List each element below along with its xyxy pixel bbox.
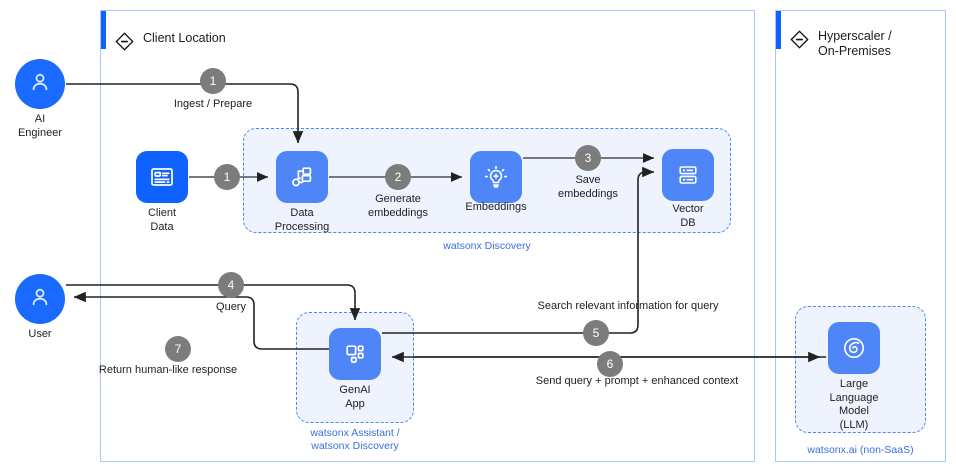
node-label-genai-app: GenAI App: [339, 384, 371, 410]
step-badge-7-return: 7: [165, 336, 191, 362]
step-text-generate-embeddings: Generate embeddings: [368, 193, 428, 219]
step-badge-5-search: 5: [583, 320, 609, 346]
diamond-minus-icon: [790, 30, 809, 49]
group-label-watsonx-ai: watsonx.ai (non-SaaS): [807, 444, 914, 456]
node-label-vector-db: Vector DB: [672, 203, 704, 229]
group-label-watsonx-discovery: watsonx Discovery: [443, 240, 531, 252]
step-text-return-human-like-response: Return human-like response: [98, 364, 238, 376]
step-text-query: Query: [216, 301, 246, 313]
actor-label-user: User: [28, 328, 52, 340]
step-badge-6-send-query: 6: [597, 351, 623, 377]
actor-ai-engineer[interactable]: [15, 59, 65, 109]
actor-user[interactable]: [15, 274, 65, 324]
database-stack-icon: [675, 162, 701, 188]
zone-client-location: Client Location: [100, 10, 755, 462]
step-text-save-embeddings: Save embeddings: [558, 174, 618, 200]
person-icon: [28, 285, 52, 314]
node-vector-db[interactable]: [662, 149, 714, 201]
node-large-language-model[interactable]: [828, 322, 880, 374]
step-badge-2-generate-embeddings: 2: [385, 164, 411, 190]
zone-title: Client Location: [143, 31, 226, 45]
node-client-data[interactable]: [136, 151, 188, 203]
lightbulb-idea-icon: [483, 164, 509, 190]
person-icon: [28, 70, 52, 99]
zone-title: Hyperscaler / On-Premises: [818, 29, 892, 58]
zone-header-client-location: Client Location: [115, 31, 226, 51]
app-grid-icon: [342, 341, 368, 367]
swirl-spiral-icon: [841, 335, 867, 361]
node-genai-app[interactable]: [329, 328, 381, 380]
step-text-ingest-prepare: Ingest / Prepare: [173, 98, 253, 110]
node-label-client-data: Client Data: [147, 207, 177, 233]
node-label-data-processing: Data Processing: [274, 207, 330, 233]
step-badge-1-load: 1: [214, 164, 240, 190]
document-lines-icon: [149, 164, 175, 190]
node-label-large-language-model: Large Language Model (LLM): [829, 378, 879, 431]
diamond-minus-icon: [115, 32, 134, 51]
step-text-search-relevant-information: Search relevant information for query: [537, 300, 719, 312]
node-label-embeddings: Embeddings: [465, 201, 527, 213]
node-embeddings[interactable]: [470, 151, 522, 203]
actor-label-ai-engineer: AI Engineer: [17, 113, 63, 139]
zone-accent-bar: [776, 11, 781, 49]
step-badge-1-ingest: 1: [200, 68, 226, 94]
step-badge-4-query: 4: [218, 272, 244, 298]
flow-nodes-icon: [289, 164, 315, 190]
zone-accent-bar: [101, 11, 106, 49]
step-badge-3-save-embeddings: 3: [575, 145, 601, 171]
step-text-send-query-prompt-context: Send query + prompt + enhanced context: [535, 375, 739, 387]
zone-header-hyperscaler: Hyperscaler / On-Premises: [790, 29, 892, 59]
group-label-watsonx-assistant: watsonx Assistant / watsonx Discovery: [310, 427, 400, 452]
node-data-processing[interactable]: [276, 151, 328, 203]
